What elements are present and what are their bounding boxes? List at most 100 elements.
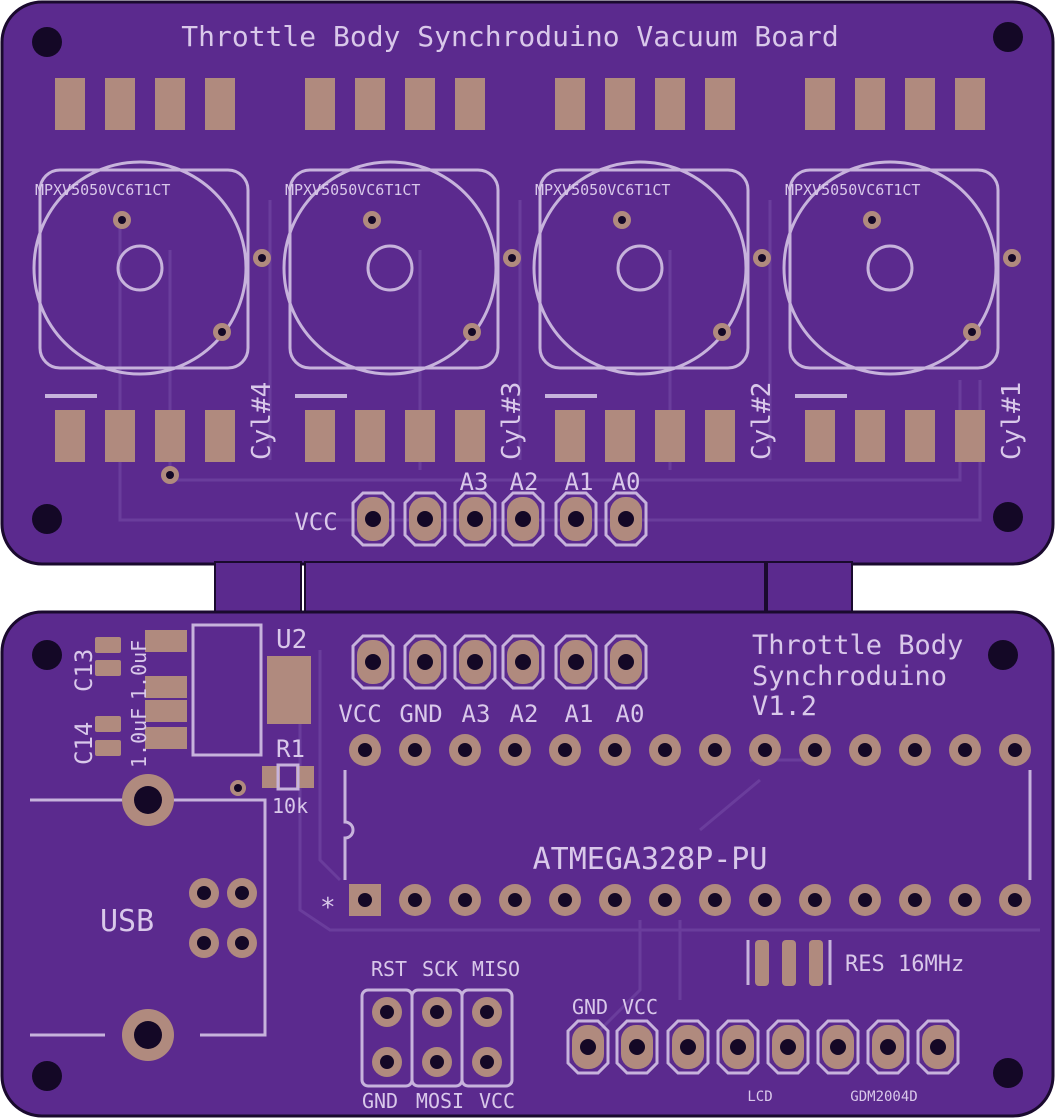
lcd-header-outline [866,1019,910,1075]
lcd-header-hole [680,1039,696,1055]
capacitor-c13 [95,630,187,698]
bottom-title-line-1: Throttle Body [752,630,963,661]
lcd-model: GDM2004D [850,1089,917,1105]
mcu-hole [1008,893,1022,907]
sensor-part-label: MPXV5050VC6T1CT [785,181,920,199]
bottom-header-hole [417,654,433,670]
lcd-header-hole [730,1039,746,1055]
mcu-hole [708,743,722,757]
bottom-mounting-holes [32,640,1023,1091]
top-header-label-a1: A1 [565,468,594,496]
lcd-header-outline [816,1019,860,1075]
top-via-hole [166,471,174,479]
mcu-hole [908,743,922,757]
bottom-header-label-a1: A1 [565,700,594,728]
isp-label-rst: RST [371,957,407,981]
top-board: Throttle Body Synchroduino Vacuum Board … [0,0,1055,615]
top-header-hole [467,511,483,527]
r1-value: 10k [272,794,308,818]
mcu-hole [658,893,672,907]
isp-label-sck: SCK [422,957,458,981]
r1-label: R1 [276,735,305,763]
c13-label: C13 [70,649,98,692]
top-header-label-vcc: VCC [294,508,337,536]
cylinder-label-cyl2: Cyl#2 [747,382,777,460]
isp-label-gnd: GND [362,1089,398,1113]
isp-label-vcc: VCC [479,1089,515,1113]
bottom-board: Throttle Body Synchroduino V1.2 C13 C14 … [0,610,1055,1118]
lcd-header-hole [830,1039,846,1055]
mcu-hole [958,893,972,907]
mcu-hole [658,743,672,757]
mcu-hole [758,893,772,907]
mcu-hole [508,743,522,757]
mcu-hole [708,893,722,907]
bottom-header-label-a3: A3 [462,700,491,728]
cylinder-label-cyl1: Cyl#1 [997,382,1027,460]
bottom-header-outline [403,634,447,690]
usb-label: USB [100,904,154,939]
mcu-hole [508,893,522,907]
mcu-hole [458,893,472,907]
lcd-header-outline [716,1019,760,1075]
pressure-sensor-cyl1: MPXV5050VC6T1CT Cyl#1 [782,78,1027,462]
bottom-header-hole [568,654,584,670]
top-header-outline [351,491,395,547]
crystal [746,940,832,986]
top-mounting-holes [32,22,1023,534]
isp-header [360,988,514,1088]
lcd-header-outline [916,1019,960,1075]
lcd-header [566,1019,960,1075]
lcd-header-hole [629,1039,645,1055]
mcu-hole [808,743,822,757]
mcu-hole [758,743,772,757]
bottom-pin-header [351,634,648,690]
isp-hole [380,1055,394,1069]
mcu-hole [558,743,572,757]
bottom-header-outline [351,634,395,690]
bottom-title-line-3: V1.2 [752,691,817,722]
top-header-outline [554,491,598,547]
cap-value-1: 1.0uF [127,640,151,700]
lcd-header-hole [930,1039,946,1055]
mcu-hole [558,893,572,907]
capacitor-c14 [95,700,187,756]
bottom-title-line-2: Synchroduino [752,661,947,692]
lcd-header-hole [780,1039,796,1055]
bottom-traces [298,650,1040,1032]
crystal-label: RES 16MHz [845,952,964,977]
mcu-hole [608,893,622,907]
isp-hole [430,1055,444,1069]
top-board-title: Throttle Body Synchroduino Vacuum Board [181,20,838,53]
u2-package [267,656,311,724]
top-header-hole [365,511,381,527]
top-header-label-a3: A3 [460,468,489,496]
sensor-part-label: MPXV5050VC6T1CT [35,181,170,199]
bottom-header-hole [618,654,634,670]
pin1-marker: * [320,893,336,923]
lcd-header-outline [566,1019,610,1075]
lcd-header-outline [766,1019,810,1075]
bottom-header-outline [453,634,497,690]
lcd-header-outline [615,1019,659,1075]
mcu-hole [358,893,372,907]
cylinder-label-cyl4: Cyl#4 [247,382,277,460]
top-header-hole [568,511,584,527]
bottom-header-outline [604,634,648,690]
isp-hole [380,1005,394,1019]
isp-hole [430,1005,444,1019]
bottom-header-hole [365,654,381,670]
bottom-header-label-a2: A2 [510,700,539,728]
bottom-header-hole [515,654,531,670]
mcu-hole [608,743,622,757]
lcd-label: LCD [747,1089,772,1105]
mcu-hole [358,743,372,757]
mcu-hole [858,743,872,757]
top-header-label-a2: A2 [510,468,539,496]
top-header-hole [515,511,531,527]
isp-label-miso: MISO [472,957,520,981]
top-pin-header [351,491,648,547]
lcd-label-vcc: VCC [622,995,658,1019]
top-header-hole [618,511,634,527]
